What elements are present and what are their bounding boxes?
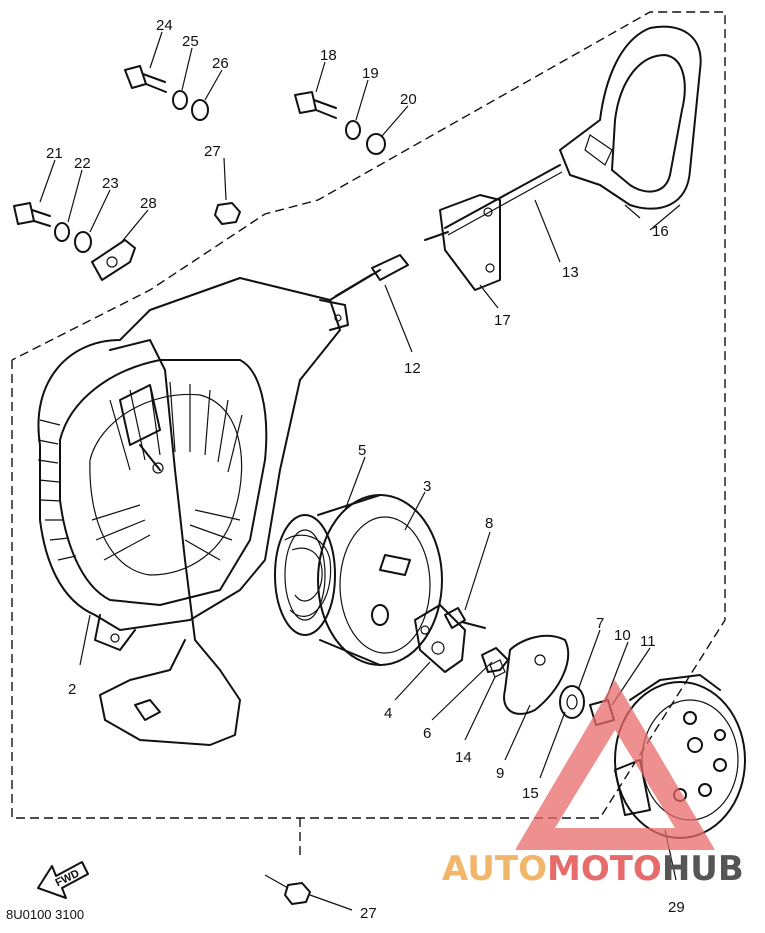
washer-20 bbox=[366, 133, 386, 155]
callout-27-top: 27 bbox=[204, 143, 221, 160]
callout-5: 5 bbox=[358, 442, 366, 459]
callout-14: 14 bbox=[455, 749, 472, 766]
leader-lines bbox=[39, 31, 681, 911]
watermark-part2: MOTO bbox=[547, 849, 662, 889]
watermark-triangle-icon bbox=[515, 680, 715, 850]
callout-7: 7 bbox=[596, 615, 604, 632]
washer-22 bbox=[54, 222, 70, 242]
callout-11: 11 bbox=[640, 633, 656, 650]
washer-19 bbox=[345, 120, 361, 140]
assembly-boundary bbox=[11, 11, 726, 819]
recoil-housing bbox=[37, 277, 349, 651]
washer-23 bbox=[74, 231, 92, 253]
callout-18: 18 bbox=[320, 47, 337, 64]
watermark-logo: AUTOMOTOHUB bbox=[442, 680, 744, 889]
callout-3: 3 bbox=[423, 478, 431, 495]
watermark-text: AUTOMOTOHUB bbox=[442, 849, 744, 889]
callout-19: 19 bbox=[362, 65, 379, 82]
washer-26 bbox=[191, 99, 209, 121]
callout-22: 22 bbox=[74, 155, 91, 172]
nut-27-top bbox=[214, 202, 241, 225]
callout-15: 15 bbox=[522, 785, 539, 802]
callout-17: 17 bbox=[494, 312, 511, 329]
bolt-21 bbox=[13, 202, 51, 227]
callout-21: 21 bbox=[46, 145, 63, 162]
callout-23: 23 bbox=[102, 175, 119, 192]
callout-4: 4 bbox=[384, 705, 392, 722]
nut-27-bottom bbox=[284, 882, 311, 905]
recoil-spring bbox=[284, 534, 332, 617]
starter-cable bbox=[444, 164, 563, 236]
watermark-part3: HUB bbox=[662, 849, 744, 889]
callout-10: 10 bbox=[614, 627, 631, 644]
callout-12: 12 bbox=[404, 360, 421, 377]
friction-spring-14 bbox=[489, 659, 506, 678]
callout-29: 29 bbox=[668, 899, 685, 916]
callout-6: 6 bbox=[423, 725, 431, 742]
callout-27-bottom: 27 bbox=[360, 905, 377, 922]
callout-16: 16 bbox=[652, 223, 669, 240]
cable-bracket bbox=[424, 194, 501, 291]
housing-seal bbox=[99, 339, 241, 746]
recoil-reel bbox=[274, 494, 443, 666]
callout-26: 26 bbox=[212, 55, 229, 72]
starter-handle bbox=[559, 25, 702, 210]
callout-2: 2 bbox=[68, 681, 76, 698]
washer-25 bbox=[172, 90, 188, 110]
bolt-18 bbox=[294, 91, 337, 119]
watermark-part1: AUTO bbox=[442, 849, 547, 889]
callout-8: 8 bbox=[485, 515, 493, 532]
starter-rope bbox=[329, 254, 409, 301]
callout-25: 25 bbox=[182, 33, 199, 50]
callout-labels: 24 25 26 18 19 20 21 22 23 28 27 16 13 1… bbox=[46, 17, 685, 922]
callout-9: 9 bbox=[496, 765, 504, 782]
drive-plate bbox=[503, 634, 570, 715]
callout-28: 28 bbox=[140, 195, 157, 212]
callout-24: 24 bbox=[156, 17, 173, 34]
pawl-spring bbox=[481, 647, 509, 673]
drawing-code: 8U0100 3100 bbox=[6, 907, 84, 922]
fwd-arrow-icon: FWD bbox=[37, 861, 89, 899]
bolt-24 bbox=[124, 65, 167, 93]
plate-28 bbox=[91, 239, 136, 281]
pawl-pin bbox=[444, 607, 486, 629]
callout-20: 20 bbox=[400, 91, 417, 108]
drive-pawl bbox=[414, 604, 466, 673]
callout-13: 13 bbox=[562, 264, 579, 281]
center-collar bbox=[559, 685, 585, 719]
